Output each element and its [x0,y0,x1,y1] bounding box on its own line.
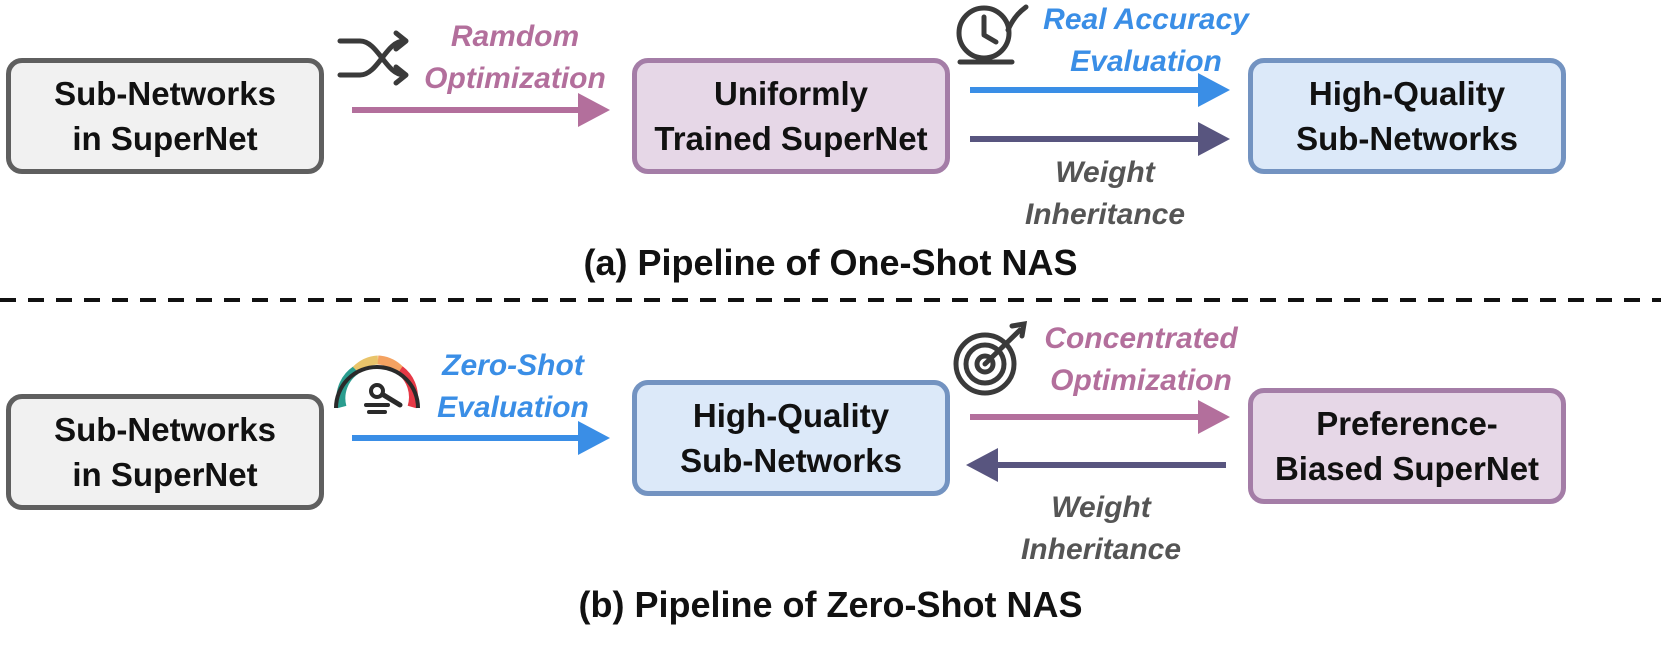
one-shot-subnetworks-box: Sub-Networks in SuperNet [6,58,324,174]
box-line: Uniformly [713,75,868,112]
box-line: Sub-Networks [1296,120,1518,157]
zero-shot-subnetworks-box: Sub-Networks in SuperNet [6,394,324,510]
concentrated-optimization-label: Concentrated Optimization [1026,318,1256,402]
concentrated-optimization-arrow [970,400,1230,434]
box-line: Sub-Networks [54,411,276,448]
real-accuracy-arrow [970,73,1230,107]
label-line: Evaluation [437,391,589,424]
label-line: Weight [1051,491,1151,524]
label-line: Concentrated [1044,322,1238,355]
weight-inheritance-back-arrow [966,448,1226,482]
label-line: Inheritance [1020,533,1182,566]
box-line: Trained SuperNet [654,120,928,157]
weight-inheritance-label: Weight Inheritance [1006,487,1196,571]
label-line: Evaluation [1070,45,1222,78]
weight-inheritance-label: Weight Inheritance [1010,152,1200,236]
random-optimization-arrow [352,93,610,127]
box-line: Preference- [1316,405,1498,442]
label-line: Real Accuracy [1043,3,1249,36]
box-line: in SuperNet [72,456,258,493]
label-line: Optimization [1050,364,1232,397]
weight-inheritance-arrow [970,122,1230,156]
label-line: Optimization [424,62,606,95]
box-line: Biased SuperNet [1274,450,1540,487]
speedometer-icon [334,355,420,414]
box-line: in SuperNet [72,120,258,157]
zero-shot-evaluation-arrow [352,421,610,455]
box-line: Sub-Networks [54,75,276,112]
label-line: Ramdom [450,20,580,53]
caption-one-shot: (a) Pipeline of One-Shot NAS [583,242,1078,283]
preference-biased-supernet-box: Preference- Biased SuperNet [1248,388,1566,504]
zero-shot-evaluation-label: Zero-Shot Evaluation [418,345,608,429]
real-accuracy-evaluation-label: Real Accuracy Evaluation [1026,0,1266,83]
random-optimization-label: Ramdom Optimization [410,16,620,100]
label-line: Inheritance [1024,198,1186,231]
caption-zero-shot: (b) Pipeline of Zero-Shot NAS [578,584,1083,625]
label-line: Zero-Shot [442,349,584,382]
box-line: Sub-Networks [680,442,902,479]
box-line: High-Quality [1308,75,1506,112]
target-icon [953,320,1028,396]
shuffle-icon [337,30,409,86]
label-line: Weight [1055,156,1155,189]
timer-icon [956,4,1029,65]
box-line: High-Quality [692,397,890,434]
